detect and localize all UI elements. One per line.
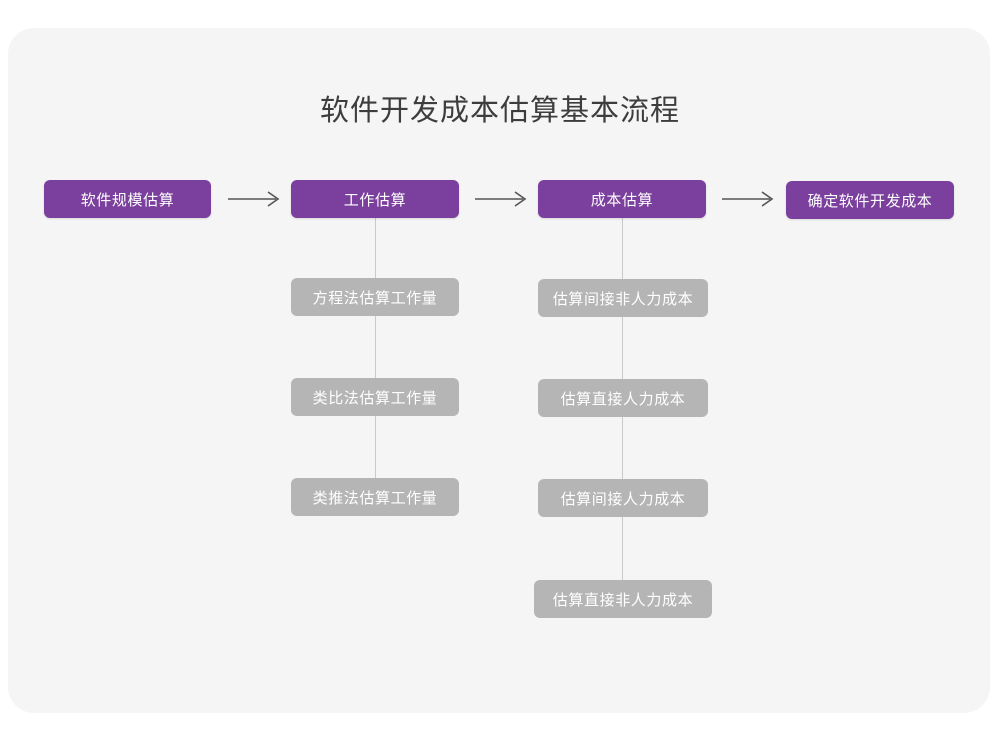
node-indirect-labor-cost[interactable]: 估算间接人力成本 xyxy=(538,479,708,517)
node-inference-method-effort[interactable]: 类推法估算工作量 xyxy=(291,478,459,516)
connector-sub1-to-sub2-col3 xyxy=(622,316,623,396)
node-equation-method-effort[interactable]: 方程法估算工作量 xyxy=(291,278,459,316)
node-indirect-nonlabor-cost[interactable]: 估算间接非人力成本 xyxy=(538,279,708,317)
node-direct-nonlabor-cost[interactable]: 估算直接非人力成本 xyxy=(534,580,712,618)
arrow-right-icon-2 xyxy=(475,188,531,210)
connector-step2-to-sub1 xyxy=(375,215,376,297)
connector-step3-to-sub1 xyxy=(622,215,623,297)
connector-sub1-to-sub2 xyxy=(375,316,376,396)
page-title: 软件开发成本估算基本流程 xyxy=(319,95,680,127)
node-cost-estimation[interactable]: 成本估算 xyxy=(538,180,706,218)
connector-sub2-to-sub3 xyxy=(375,416,376,496)
connector-sub3-to-sub4-col3 xyxy=(622,516,623,598)
node-analogy-method-effort[interactable]: 类比法估算工作量 xyxy=(291,378,459,416)
node-software-size-estimation[interactable]: 软件规模估算 xyxy=(44,180,211,218)
diagram-card-background xyxy=(8,28,990,713)
arrow-right-icon-3 xyxy=(722,188,778,210)
node-effort-estimation[interactable]: 工作估算 xyxy=(291,180,459,218)
connector-sub2-to-sub3-col3 xyxy=(622,416,623,496)
arrow-right-icon-1 xyxy=(228,188,284,210)
node-determine-development-cost[interactable]: 确定软件开发成本 xyxy=(786,181,954,219)
node-direct-labor-cost[interactable]: 估算直接人力成本 xyxy=(538,379,708,417)
